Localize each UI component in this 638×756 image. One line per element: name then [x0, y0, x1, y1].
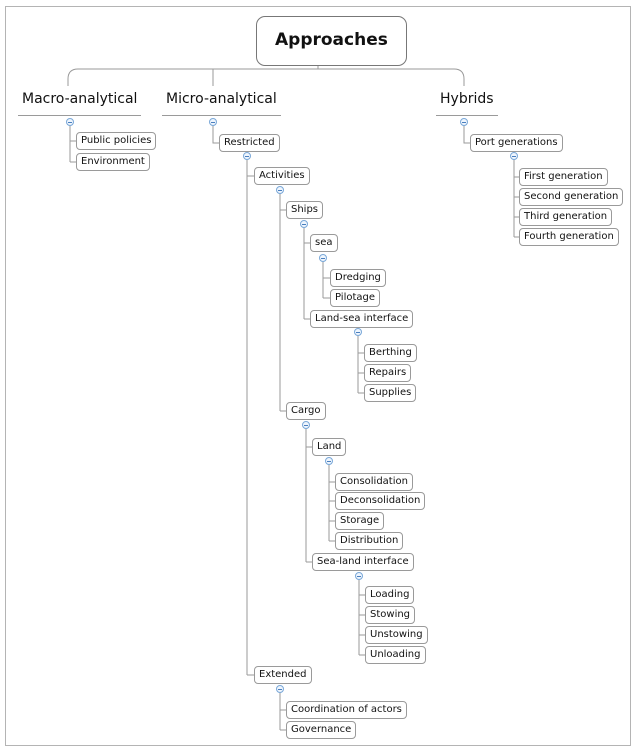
micro-collapse-toggle[interactable]: [209, 118, 217, 126]
hybrids-collapse-toggle[interactable]: [460, 118, 468, 126]
second-generation-node[interactable]: Second generation: [519, 188, 624, 206]
sea-node[interactable]: sea: [310, 234, 338, 252]
root-bracket: [67, 66, 465, 86]
unstowing-node[interactable]: Unstowing: [365, 626, 428, 644]
sea-land-branch: [358, 580, 365, 656]
fourth-generation-node[interactable]: Fourth generation: [519, 228, 619, 246]
land-sea-branch: [357, 335, 364, 394]
ships-collapse-toggle[interactable]: [300, 220, 308, 228]
land-branch: [328, 464, 335, 542]
dredging-node[interactable]: Dredging: [330, 269, 386, 287]
stowing-node[interactable]: Stowing: [365, 606, 416, 624]
macro-analytical-node[interactable]: Macro-analytical: [18, 86, 142, 116]
distribution-node[interactable]: Distribution: [335, 532, 404, 550]
land-node[interactable]: Land: [312, 438, 347, 456]
sea-collapse-toggle[interactable]: [319, 254, 327, 262]
first-generation-node[interactable]: First generation: [519, 168, 608, 186]
sea-branch: [322, 261, 330, 299]
repairs-node[interactable]: Repairs: [364, 364, 412, 382]
port-generations-branch: [513, 159, 519, 238]
restricted-collapse-toggle[interactable]: [243, 152, 251, 160]
macro-branch: [69, 124, 76, 163]
sea-land-collapse-toggle[interactable]: [355, 572, 363, 580]
governance-node[interactable]: Governance: [286, 721, 357, 739]
restricted-node[interactable]: Restricted: [219, 134, 280, 152]
restricted-branch: [246, 159, 254, 676]
third-generation-node[interactable]: Third generation: [519, 208, 613, 226]
sea-land-interface-node[interactable]: Sea-land interface: [312, 553, 414, 571]
macro-collapse-toggle[interactable]: [66, 118, 74, 126]
land-collapse-toggle[interactable]: [325, 457, 333, 465]
extended-branch: [279, 692, 286, 731]
hybrids-branch: [463, 124, 470, 144]
micro-analytical-node[interactable]: Micro-analytical: [162, 86, 281, 116]
loading-node[interactable]: Loading: [365, 586, 415, 604]
cargo-node[interactable]: Cargo: [286, 402, 326, 420]
extended-collapse-toggle[interactable]: [276, 685, 284, 693]
consolidation-node[interactable]: Consolidation: [335, 473, 413, 491]
activities-branch: [279, 193, 286, 412]
environment-node[interactable]: Environment: [76, 153, 150, 171]
cargo-branch: [305, 428, 312, 563]
port-generations-node[interactable]: Port generations: [470, 134, 563, 152]
hybrids-node[interactable]: Hybrids: [436, 86, 498, 116]
supplies-node[interactable]: Supplies: [364, 384, 417, 402]
root-node[interactable]: Approaches: [256, 16, 407, 66]
berthing-node[interactable]: Berthing: [364, 344, 417, 362]
activities-collapse-toggle[interactable]: [276, 186, 284, 194]
storage-node[interactable]: Storage: [335, 512, 385, 530]
diagram-frame: [5, 6, 631, 746]
micro-branch: [212, 124, 219, 144]
extended-node[interactable]: Extended: [254, 666, 312, 684]
cargo-collapse-toggle[interactable]: [302, 421, 310, 429]
deconsolidation-node[interactable]: Deconsolidation: [335, 492, 426, 510]
land-sea-interface-node[interactable]: Land-sea interface: [310, 310, 414, 328]
coordination-of-actors-node[interactable]: Coordination of actors: [286, 701, 407, 719]
ships-branch: [303, 227, 310, 320]
land-sea-collapse-toggle[interactable]: [354, 328, 362, 336]
pilotage-node[interactable]: Pilotage: [330, 289, 381, 307]
public-policies-node[interactable]: Public policies: [76, 132, 157, 150]
activities-node[interactable]: Activities: [254, 167, 310, 185]
port-generations-collapse-toggle[interactable]: [510, 152, 518, 160]
unloading-node[interactable]: Unloading: [365, 646, 426, 664]
ships-node[interactable]: Ships: [286, 201, 324, 219]
